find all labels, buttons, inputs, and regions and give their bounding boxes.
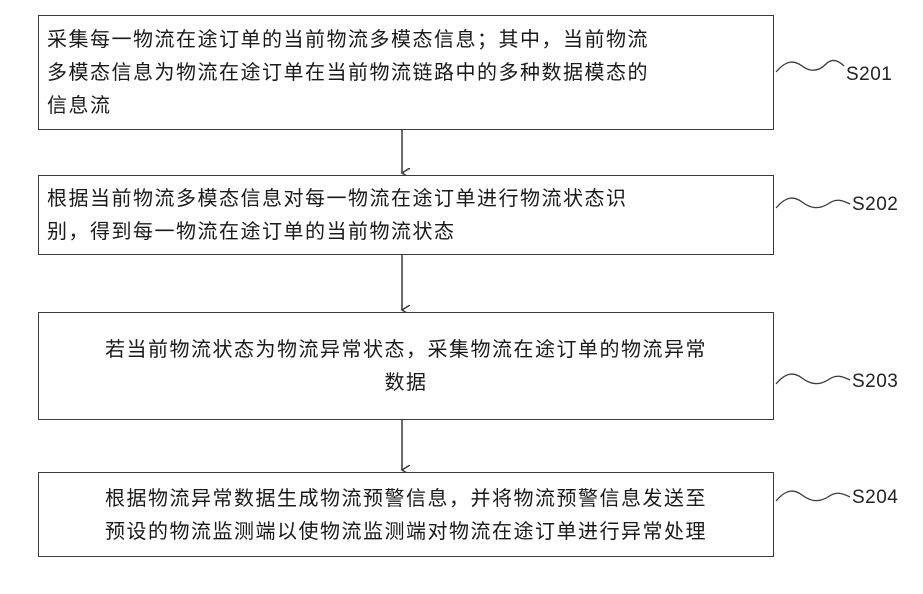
step-box-s203: 若当前物流状态为物流异常状态，采集物流在途订单的物流异常 数据 — [38, 312, 774, 420]
step-box-s201: 采集每一物流在途订单的当前物流多模态信息；其中，当前物流 多模态信息为物流在途订… — [38, 15, 774, 130]
step-label-s201: S201 — [846, 64, 892, 86]
step-label-s204: S204 — [852, 487, 898, 509]
leader-s204 — [776, 491, 850, 501]
step-text-s203: 若当前物流状态为物流异常状态，采集物流在途订单的物流异常 数据 — [105, 333, 707, 399]
leader-s203 — [776, 374, 850, 384]
step-label-s202: S202 — [852, 194, 898, 216]
step-text-s201: 采集每一物流在途订单的当前物流多模态信息；其中，当前物流 多模态信息为物流在途订… — [47, 23, 649, 122]
step-text-s204: 根据物流异常数据生成物流预警信息，并将物流预警信息发送至 预设的物流监测端以使物… — [105, 482, 707, 548]
leader-s202 — [776, 198, 850, 208]
step-box-s204: 根据物流异常数据生成物流预警信息，并将物流预警信息发送至 预设的物流监测端以使物… — [38, 472, 774, 557]
step-label-s203: S203 — [852, 371, 898, 393]
step-box-s202: 根据当前物流多模态信息对每一物流在途订单进行物流状态识 别，得到每一物流在途订单… — [38, 175, 774, 255]
leader-s201 — [776, 60, 844, 72]
step-text-s202: 根据当前物流多模态信息对每一物流在途订单进行物流状态识 别，得到每一物流在途订单… — [47, 182, 628, 248]
